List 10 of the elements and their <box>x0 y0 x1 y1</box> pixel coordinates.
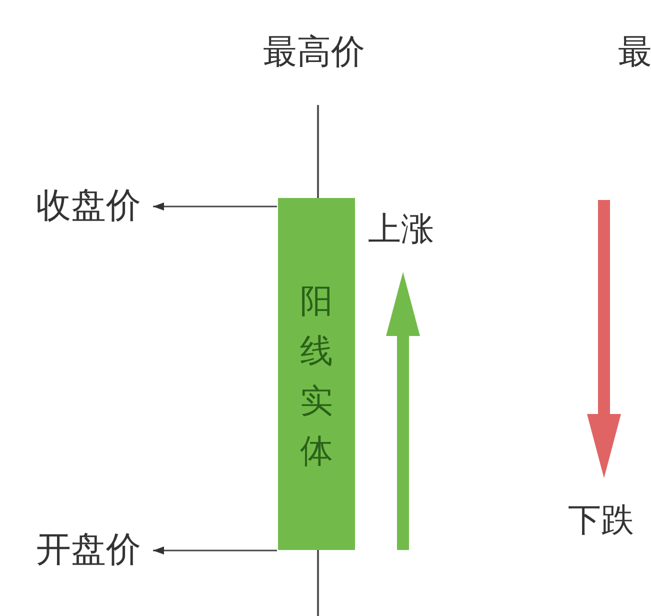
price-label: 开盘价 <box>36 530 141 570</box>
body-label: 阳线实体 <box>300 281 333 471</box>
candle-body <box>278 198 355 550</box>
price-label: 最高价 <box>263 33 365 72</box>
trend-label: 上涨 <box>368 210 434 248</box>
leader-arrow <box>153 202 277 210</box>
price-label: 最 <box>618 33 651 72</box>
price-label: 收盘价 <box>36 186 141 226</box>
trend-label: 下跌 <box>568 501 634 539</box>
leader-arrow <box>153 546 277 554</box>
